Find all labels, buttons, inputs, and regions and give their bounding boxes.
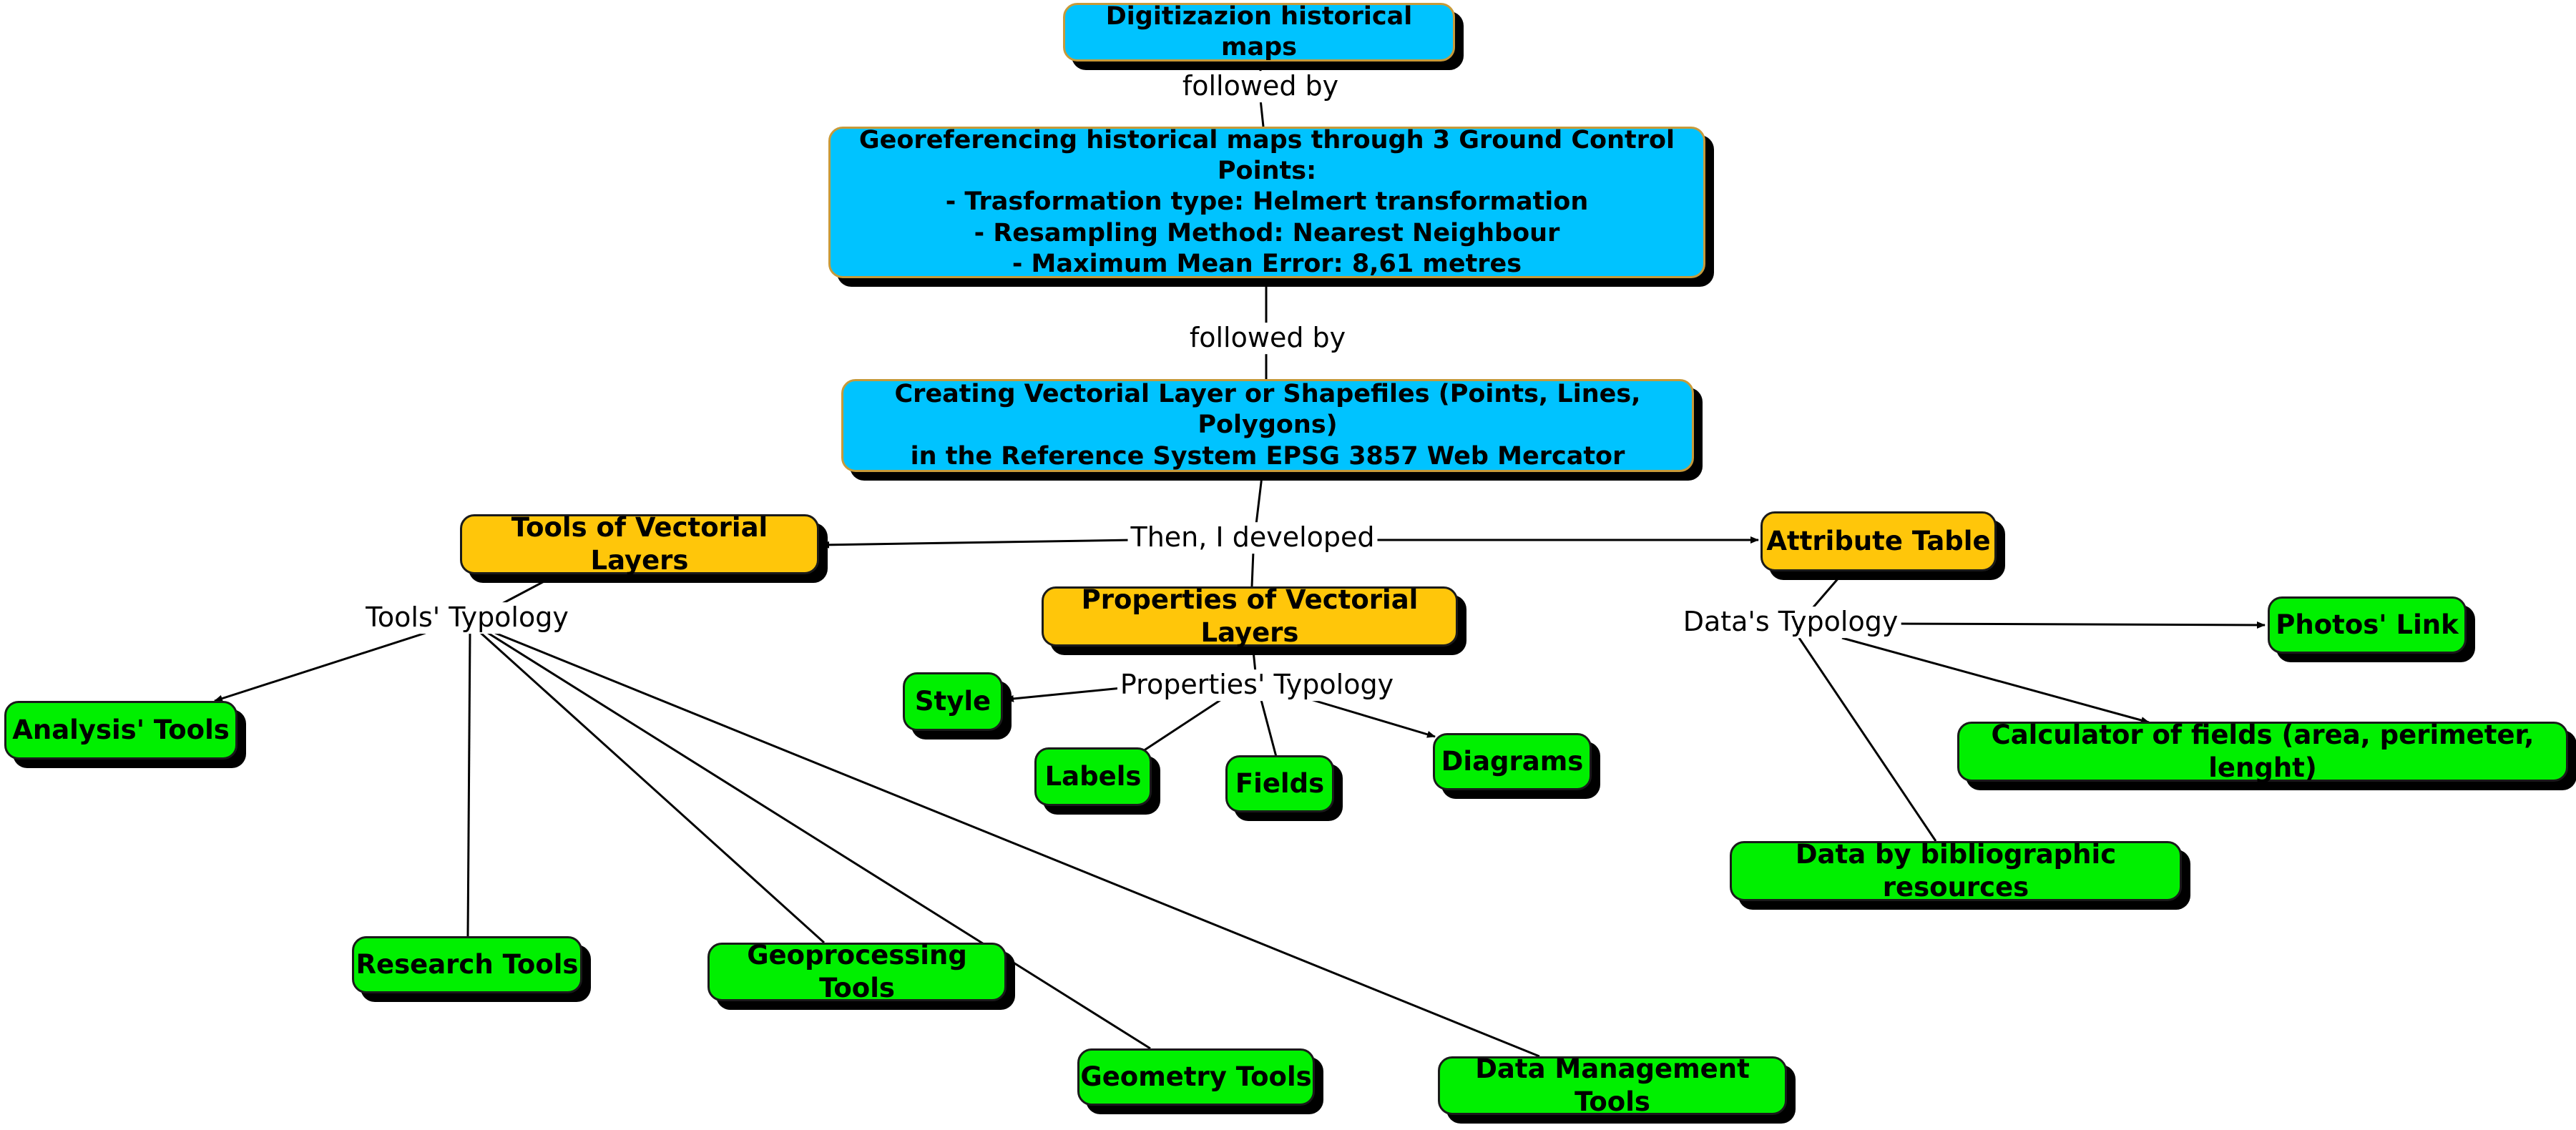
edge-tools-typology-to-analysis: [214, 632, 426, 702]
link-label-followed-by-1: followed by: [1179, 70, 1342, 102]
edge-properties-typology-to-labels: [1142, 696, 1225, 752]
node-photos-link[interactable]: Photos' Link: [2268, 596, 2467, 654]
node-geometry-tools[interactable]: Geometry Tools: [1077, 1048, 1315, 1106]
node-properties-vectorial-layers[interactable]: Properties of Vectorial Layers: [1042, 584, 1458, 648]
node-geoprocessing-tools[interactable]: Geoprocessing Tools: [707, 940, 1007, 1003]
edge-data-typology-to-bibliographic: [1798, 637, 1937, 842]
link-label-data-typology: Data's Typology: [1680, 606, 1901, 638]
edge-properties-typology-to-diagrams: [1303, 696, 1436, 738]
edge-data-typology-to-photos: [1895, 621, 2266, 629]
node-diagrams[interactable]: Diagrams: [1433, 733, 1592, 790]
edge-developed-to-properties: [1250, 551, 1255, 587]
node-attribute-table[interactable]: Attribute Table: [1760, 511, 1997, 571]
node-bibliographic-data[interactable]: Data by bibliographic resources: [1730, 839, 2182, 903]
node-tools-vectorial-layers[interactable]: Tools of Vectorial Layers: [460, 512, 819, 576]
link-label-properties-typology: Properties' Typology: [1117, 669, 1397, 701]
node-data-management-tools[interactable]: Data Management Tools: [1438, 1053, 1787, 1117]
node-calculator-of-fields[interactable]: Calculator of fields (area, perimeter, l…: [1957, 719, 2568, 783]
node-digitization[interactable]: Digitizazion historical maps: [1063, 2, 1455, 62]
edge-data-typology-to-calculator: [1841, 637, 2150, 724]
edge-label-to-georeferencing: [1259, 99, 1265, 127]
edge-tools-typology-to-data-mgmt: [494, 632, 1540, 1058]
node-fields[interactable]: Fields: [1225, 755, 1334, 812]
edge-tools-to-typology: [500, 576, 552, 606]
edge-tools-typology-to-geoprocessing: [479, 632, 826, 944]
link-label-then-developed: Then, I developed: [1127, 521, 1378, 554]
node-analysis-tools[interactable]: Analysis' Tools: [4, 701, 237, 760]
node-style[interactable]: Style: [903, 672, 1003, 731]
node-creating-layers[interactable]: Creating Vectorial Layer or Shapefiles (…: [841, 379, 1694, 472]
link-label-tools-typology: Tools' Typology: [363, 601, 572, 634]
node-georeferencing[interactable]: Georeferencing historical maps through 3…: [828, 126, 1705, 278]
edge-properties-typology-to-fields: [1259, 697, 1278, 757]
node-labels[interactable]: Labels: [1034, 747, 1152, 806]
node-research-tools[interactable]: Research Tools: [352, 936, 582, 993]
edge-properties-to-typology: [1252, 650, 1257, 673]
edge-tools-typology-to-research: [466, 632, 471, 937]
edge-creating-to-developed: [1255, 476, 1263, 525]
edge-properties-typology-to-style: [1005, 687, 1122, 702]
edge-developed-to-tools: [821, 539, 1134, 549]
edge-attribute-to-typology: [1811, 576, 1841, 609]
edge-tools-typology-to-geometry: [487, 632, 1151, 1050]
link-label-followed-by-2: followed by: [1186, 322, 1349, 354]
